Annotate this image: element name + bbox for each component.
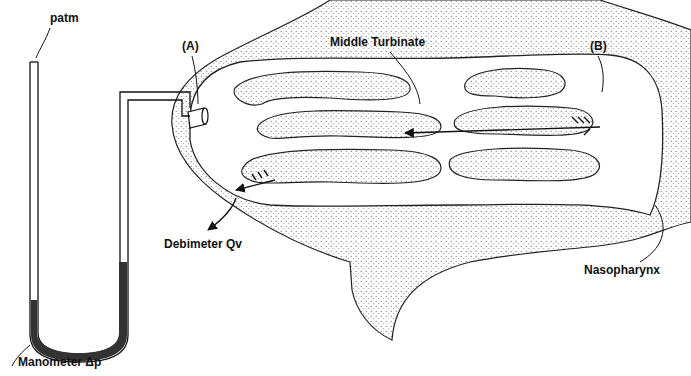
nasal-tissue [172, 0, 691, 340]
manometer-u-tube [30, 62, 190, 362]
nozzle [188, 108, 208, 128]
pressure-label: patm [50, 12, 79, 25]
flow-arrows [208, 117, 600, 230]
instrument-label: Debimeter Qv [164, 238, 242, 251]
instrument-label: Manometer Δp [18, 356, 101, 369]
leader-lines [12, 28, 663, 366]
airway-cavity [190, 54, 663, 215]
manometer-fluid [31, 262, 127, 361]
part-name: Nasopharynx [584, 264, 660, 277]
part-name: Middle Turbinate [330, 36, 425, 49]
point-label: (A) [182, 40, 199, 53]
point-label: (B) [590, 40, 607, 53]
turbinates [234, 69, 599, 184]
